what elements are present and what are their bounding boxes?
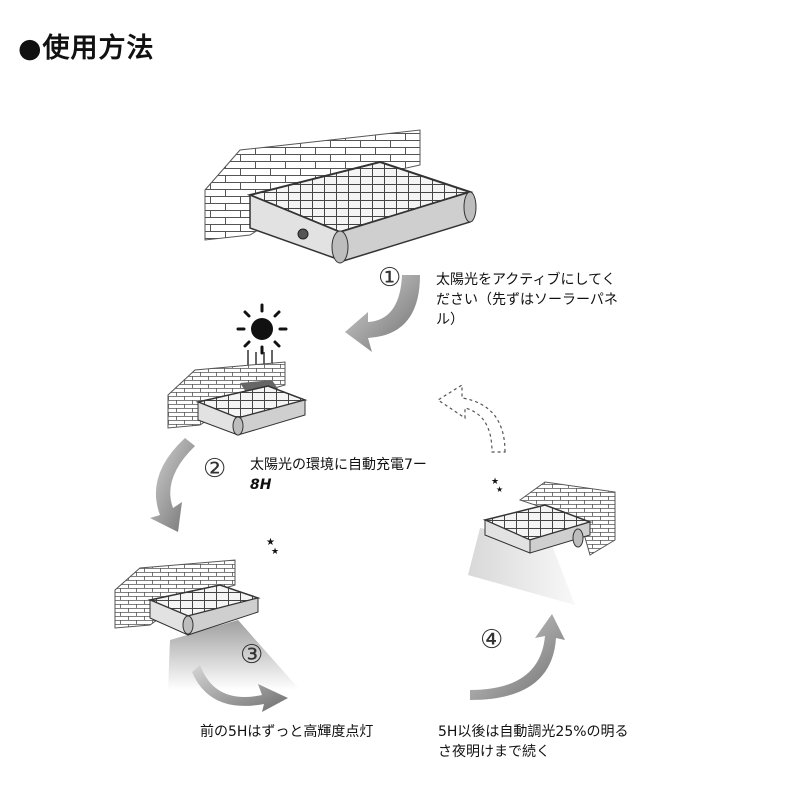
step-3-number: ③ (240, 640, 264, 670)
moon-stars-icon: ★ ★ (476, 470, 503, 494)
curved-arrow-icon (150, 438, 195, 532)
step-1-line-2: ださい（先ずはソーラーパネ (436, 292, 618, 308)
moon-stars-icon: ★ ★ (249, 530, 279, 557)
step-4-text: 5H以後は自動調光25%の明る さ夜明けまで続く (438, 722, 668, 762)
step-2-number: ② (203, 454, 227, 484)
page-title: ●使用方法 (18, 33, 155, 64)
curved-arrow-icon (436, 383, 506, 453)
step-1-number: ① (378, 263, 402, 293)
lamp-main (204, 129, 477, 264)
step-1-text: 太陽光をアクティブにしてく ださい（先ずはソーラーパネ ル） (436, 270, 656, 330)
step-4-line-2: さ夜明けまで続く (438, 744, 550, 760)
svg-text:★: ★ (496, 485, 503, 494)
step-2-text: 太陽光の環境に自動充電7ー 8H (250, 455, 470, 495)
step-4-number: ④ (480, 625, 504, 655)
curved-arrow-icon (192, 665, 288, 712)
step-1-line-3: ル） (436, 312, 464, 328)
step-4-line-1: 5H以後は自動調光25%の明る (438, 724, 629, 740)
step-1-line-1: 太陽光をアクティブにしてく (436, 272, 616, 288)
curved-arrow-icon (470, 614, 565, 700)
svg-text:★: ★ (491, 477, 499, 487)
step-2-line-2: 8H (250, 477, 272, 493)
svg-text:★: ★ (271, 547, 279, 557)
svg-text:★: ★ (266, 537, 275, 548)
lamp-dim (468, 481, 616, 605)
step-3-line-1: 前の5Hはずっと高輝度点灯 (200, 724, 374, 740)
step-2-line-1: 太陽光の環境に自動充電7ー (250, 457, 427, 473)
step-3-text: 前の5Hはずっと高輝度点灯 (200, 722, 440, 742)
curved-arrow-icon (345, 275, 420, 352)
lamp-bright (114, 559, 300, 690)
lamp-charging (167, 361, 308, 436)
